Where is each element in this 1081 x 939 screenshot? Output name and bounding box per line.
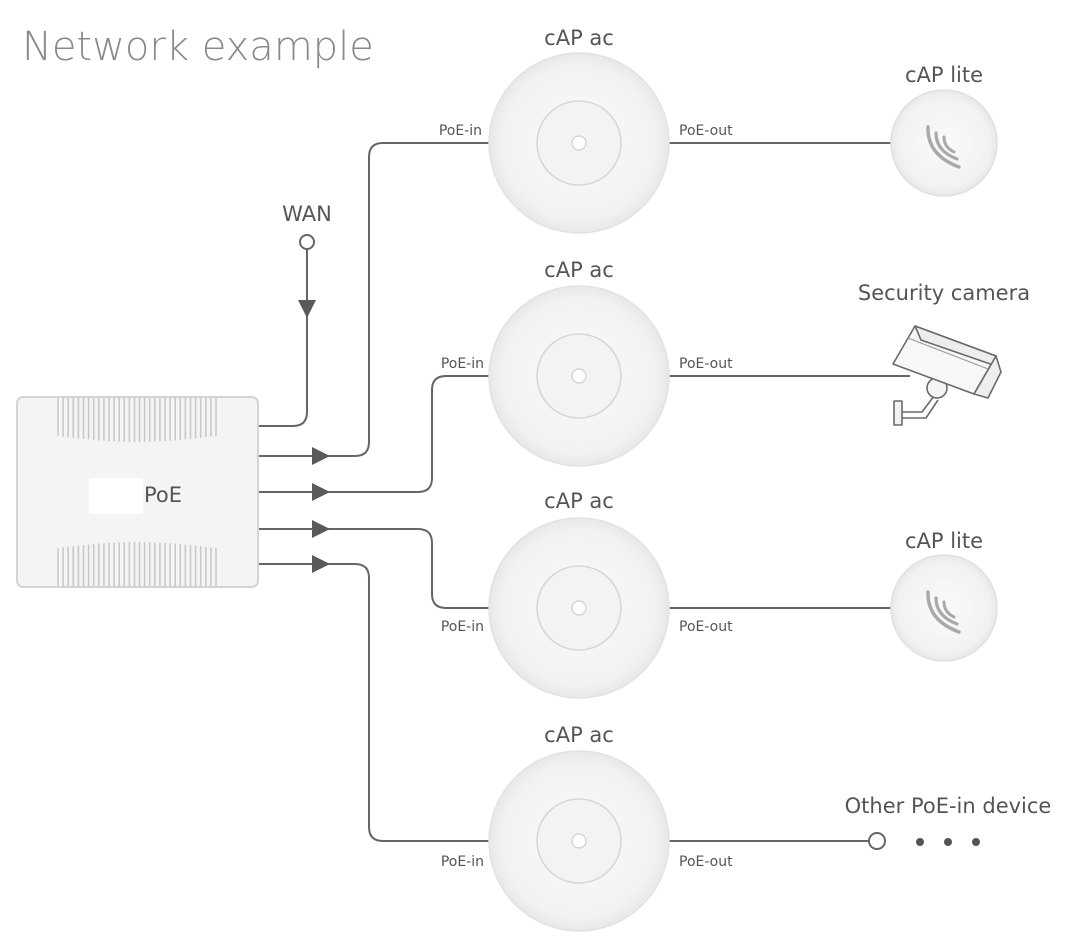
- cap-ac-label: cAP ac: [544, 723, 614, 747]
- cap-lite-2: cAP lite: [890, 529, 998, 662]
- cap-lite-1: cAP lite: [890, 63, 998, 197]
- poe-in-label: PoE-in: [441, 854, 484, 870]
- access-point-3: cAP ac PoE-in PoE-out: [441, 489, 733, 699]
- ap4-wire: [258, 563, 490, 842]
- poe-switch-label: PoE: [144, 483, 182, 507]
- poe-out-label: PoE-out: [679, 854, 733, 870]
- arrows: [298, 300, 330, 573]
- wires: [258, 142, 910, 842]
- cap-ac-label: cAP ac: [544, 489, 614, 513]
- security-camera-label: Security camera: [858, 281, 1030, 305]
- cap-ac-label: cAP ac: [544, 258, 614, 282]
- switch-vents-top: [57, 398, 217, 442]
- diagram-title: Network example: [22, 24, 374, 70]
- wan-arrow: [298, 300, 316, 318]
- poe-in-label: PoE-in: [441, 619, 484, 635]
- cap-lite-label: cAP lite: [905, 63, 983, 87]
- cap-ac-led: [571, 600, 587, 616]
- access-point-2: cAP ac PoE-in PoE-out: [441, 258, 733, 467]
- other-poe-device: Other PoE-in device: [845, 794, 1052, 850]
- ap1-arrow: [312, 447, 330, 465]
- ap2-arrow: [312, 483, 330, 501]
- cap-ac-led: [571, 368, 587, 384]
- security-camera-icon: [892, 325, 1002, 426]
- cap-ac-led: [571, 135, 587, 151]
- switch-vents-bottom: [57, 542, 217, 586]
- wan-label: WAN: [282, 202, 332, 226]
- wifi-signal-icon: [926, 125, 961, 169]
- wifi-signal-icon: [926, 590, 961, 634]
- ellipsis-dot: [916, 838, 924, 846]
- access-point-1: cAP ac PoE-in PoE-out: [439, 26, 733, 234]
- cap-lite-label: cAP lite: [905, 529, 983, 553]
- poe-out-label: PoE-out: [679, 123, 733, 139]
- other-device-port-circle: [868, 832, 886, 850]
- poe-in-label: PoE-in: [439, 123, 482, 139]
- poe-out-label: PoE-out: [679, 356, 733, 372]
- ap1-wire: [258, 142, 490, 457]
- poe-switch: PoE: [16, 396, 259, 588]
- switch-label-plate: [89, 478, 143, 514]
- ap4-arrow: [312, 555, 330, 573]
- access-point-4: cAP ac PoE-in PoE-out: [441, 723, 733, 932]
- security-camera: Security camera: [858, 281, 1030, 426]
- poe-in-label: PoE-in: [441, 356, 484, 372]
- cap-ac-led: [571, 833, 587, 849]
- wan-wire: [258, 250, 308, 427]
- ellipsis-dot: [944, 838, 952, 846]
- wan-port-circle: [299, 234, 315, 250]
- ap3-wire: [258, 528, 490, 609]
- ap3-arrow: [312, 520, 330, 538]
- poe-out-label: PoE-out: [679, 619, 733, 635]
- ap2-wire: [258, 375, 490, 493]
- other-device-label: Other PoE-in device: [845, 794, 1052, 818]
- cap-ac-label: cAP ac: [544, 26, 614, 50]
- ellipsis-dot: [972, 838, 980, 846]
